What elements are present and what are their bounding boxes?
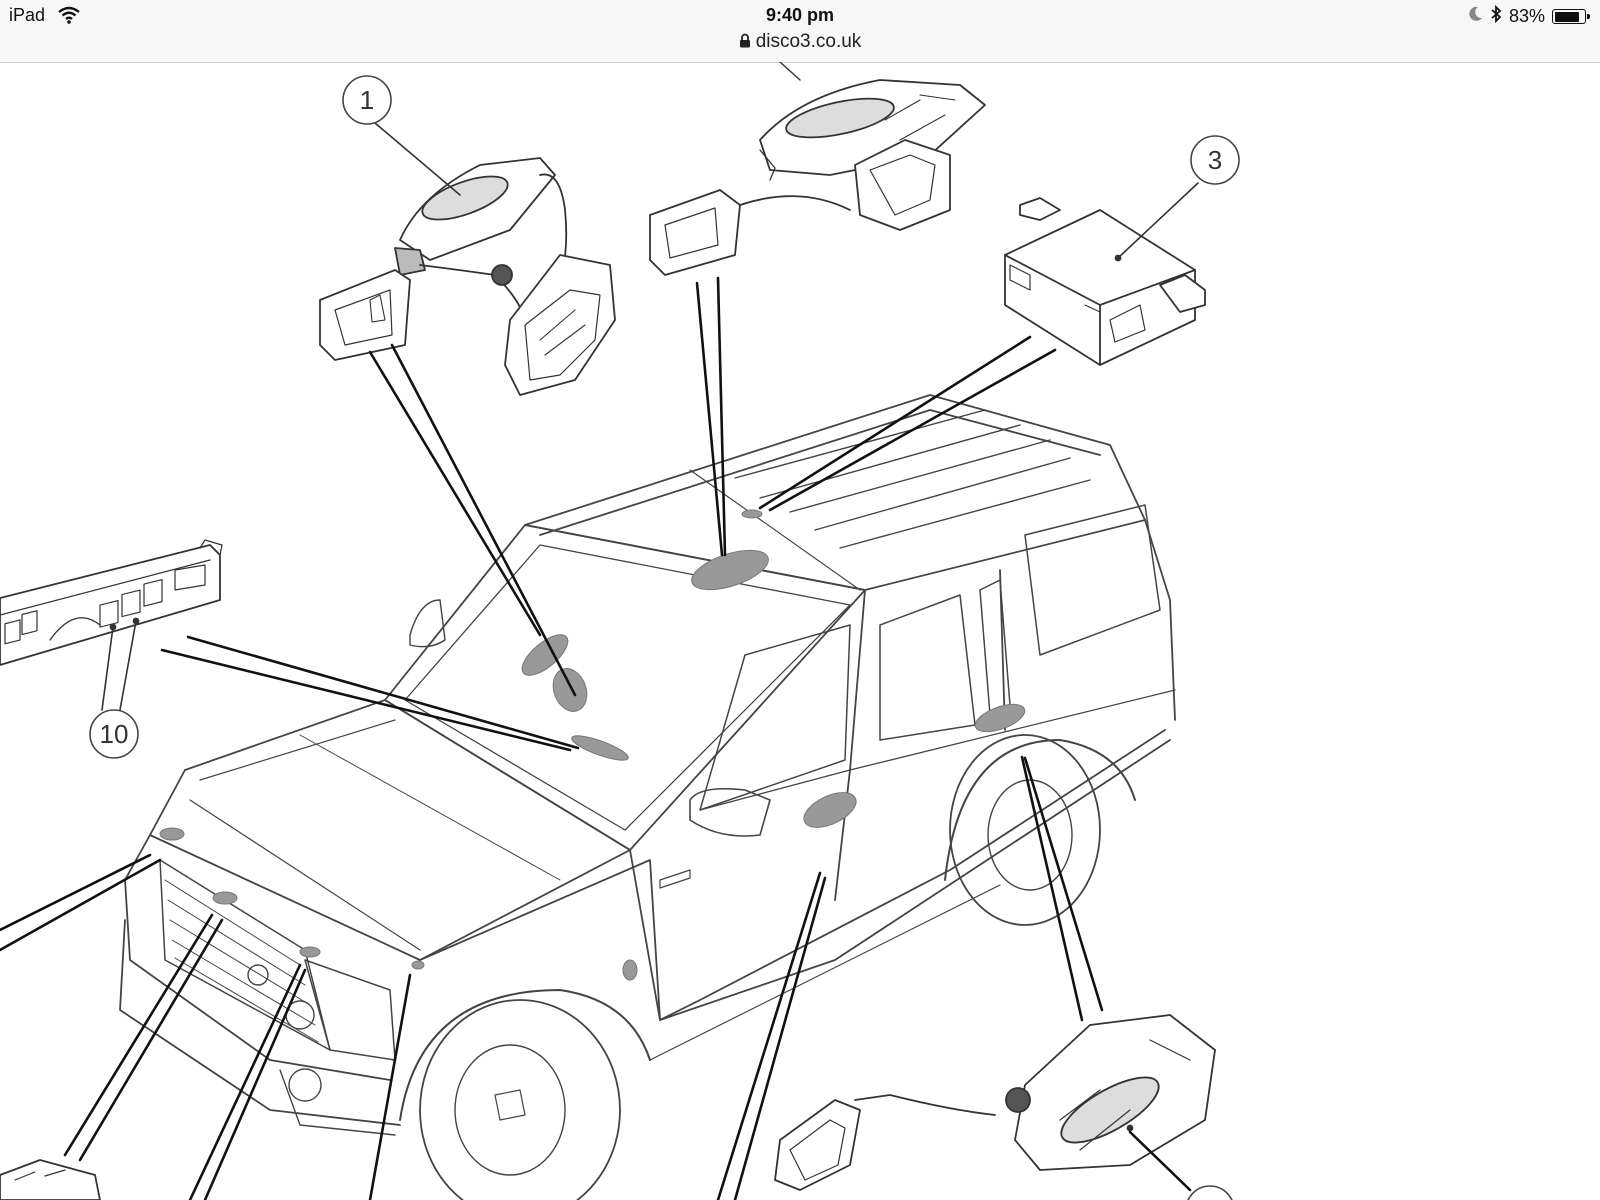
status-icons: 83% <box>1469 4 1590 28</box>
callout-partial-bottom <box>1187 1185 1233 1200</box>
vehicle-locking-diagram: 1 3 10 <box>0 62 1240 1200</box>
moon-icon <box>1469 6 1483 27</box>
status-bar: iPad 9:40 pm disco3.co.uk 83% <box>0 0 1600 63</box>
bluetooth-icon <box>1490 4 1502 28</box>
address-bar[interactable]: disco3.co.uk <box>0 31 1600 54</box>
component-locations <box>159 509 1026 981</box>
clock-time: 9:40 pm <box>765 5 835 25</box>
leader-lines <box>0 276 1192 1200</box>
battery-level <box>1554 11 1579 22</box>
door-latch-assembly-2 <box>649 62 986 276</box>
callout-1: 1 <box>342 75 392 125</box>
callout-1-label: 1 <box>360 85 374 115</box>
callout-3-label: 3 <box>1208 145 1222 175</box>
callout-10: 10 <box>89 709 139 759</box>
battery-icon <box>1552 9 1590 24</box>
door-latch-assembly-4 <box>774 1014 1216 1191</box>
device-name: iPad <box>9 5 46 25</box>
control-module-3 <box>1004 197 1206 366</box>
partial-component-bottom-left <box>0 1159 101 1200</box>
wifi-icon <box>58 6 80 29</box>
url-text: disco3.co.uk <box>755 31 862 52</box>
callout-3: 3 <box>1190 135 1240 185</box>
door-latch-assembly-1 <box>319 157 616 396</box>
battery-percent: 83% <box>1508 6 1545 26</box>
lock-icon <box>739 32 751 54</box>
switch-panel-10 <box>0 539 223 666</box>
vehicle-outline <box>119 394 1176 1200</box>
callout-10-label: 10 <box>100 719 129 749</box>
callout-leaders <box>101 122 1199 711</box>
